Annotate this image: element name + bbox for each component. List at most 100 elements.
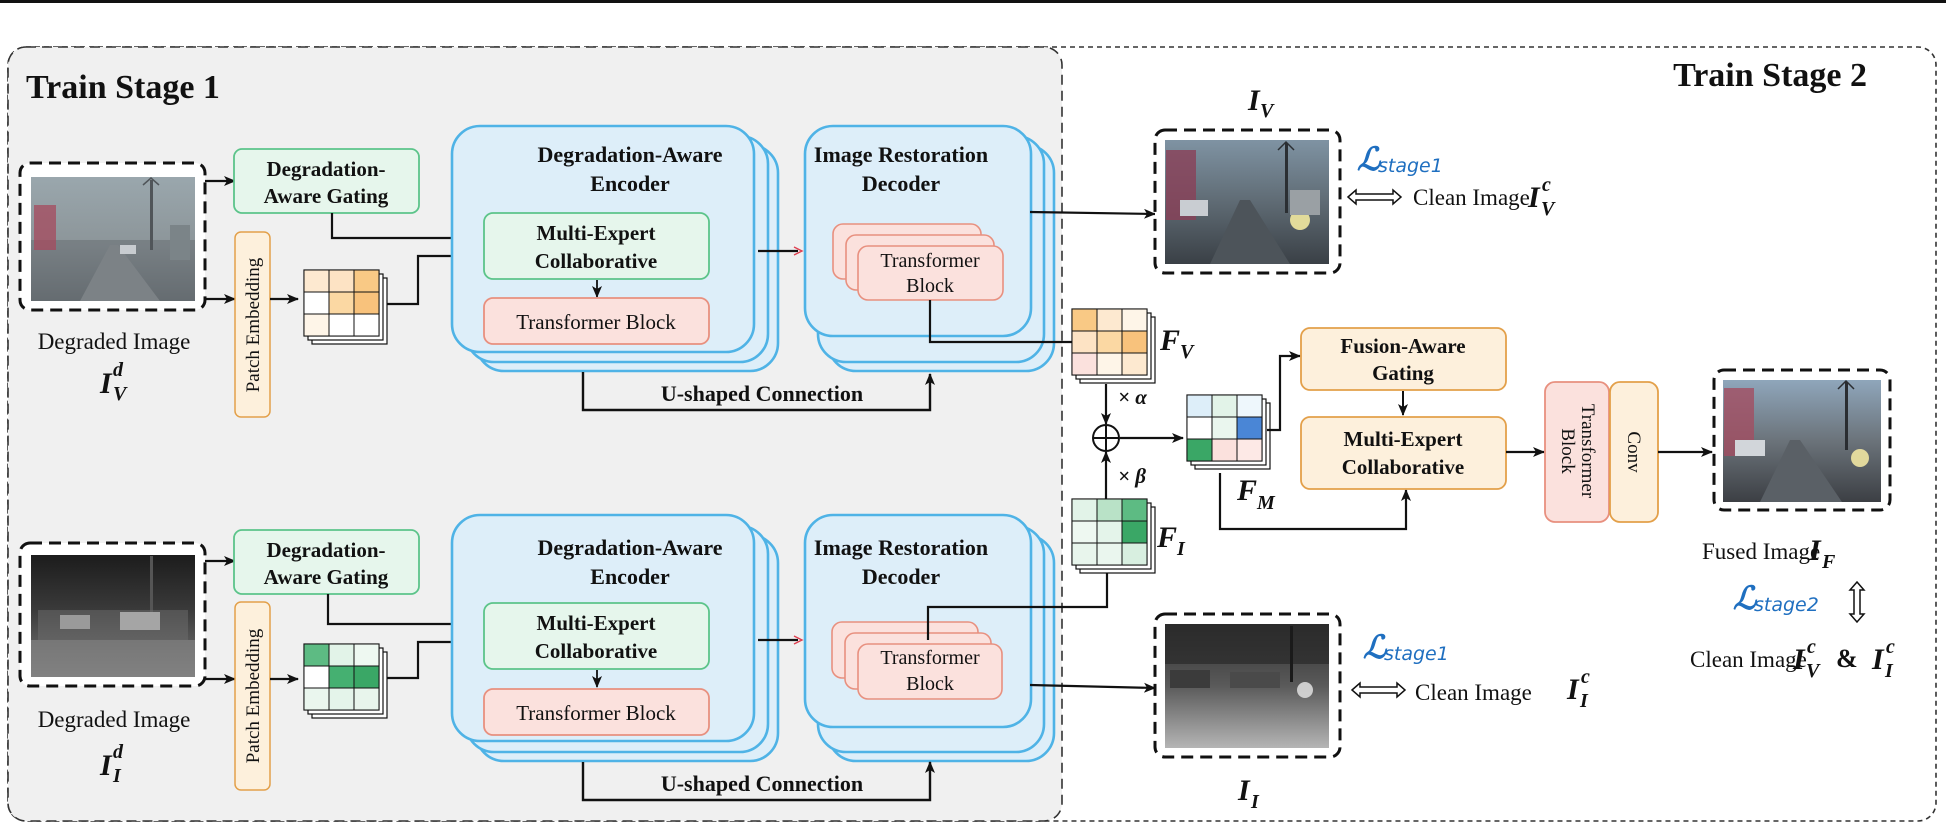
arrow-fm-to-fusion-gating (1267, 351, 1301, 432)
stage1-title: Train Stage 1 (26, 69, 220, 106)
stage2-loss-symbol: ℒ (1733, 580, 1758, 616)
vis-mec-line1: Multi-Expert (537, 221, 656, 245)
arrow-decoder-to-fv (928, 300, 1074, 344)
vis-ushaped-label: U-shaped Connection (661, 381, 863, 406)
fusion-transformer-block (1544, 381, 1610, 523)
vis-double-arrow (1346, 188, 1403, 206)
degraded-visible-symbol: I (99, 367, 113, 400)
vis-decoder-line2: Decoder (862, 171, 940, 196)
ir-dec-tb-line2: Block (906, 673, 954, 695)
fusion-mec-line2: Collaborative (1342, 455, 1464, 479)
fm-sub: M (1256, 492, 1276, 514)
fusion-tb-line2: Block (1557, 428, 1578, 474)
ir-dec-tb-line1: Transformer (880, 647, 980, 669)
ir-mec-line1: Multi-Expert (537, 611, 656, 635)
ir-clean-label: Clean Image (1415, 680, 1532, 705)
stage1-region (7, 46, 1063, 822)
vis-patch-embedding-label: Patch Embedding (243, 257, 264, 392)
vis-decoder-transformer-block (832, 223, 1004, 301)
vis-transformer-block (483, 297, 710, 345)
vis-transformer-block-label: Transformer Block (516, 310, 676, 334)
fusion-aware-gating (1300, 327, 1507, 391)
fv-symbol: F (1159, 324, 1180, 357)
vis-encoder-line1: Degradation-Aware (538, 142, 723, 167)
degraded-infrared-symbol: I (99, 749, 113, 782)
arrow-tokens-to-mec-vis (387, 251, 484, 306)
arrow-fm-to-fusion-mec (1218, 473, 1411, 531)
vis-loss-symbol: ℒ (1357, 141, 1382, 177)
fused-output-image (1723, 379, 1881, 502)
ir-transformer-block-label: Transformer Block (516, 701, 676, 725)
ir-transformer-block (483, 688, 710, 736)
degraded-visible-image (31, 177, 195, 301)
vis-ushaped-connection (581, 372, 935, 412)
ir-decoder-transformer-block (831, 621, 1003, 700)
ir-clean-sup: c (1581, 666, 1590, 688)
arrow-tokens-to-mec-ir (387, 637, 484, 680)
stage2-loss-sub: stage2 (1754, 594, 1819, 616)
ir-clean-symbol: I (1566, 673, 1580, 706)
ir-decoder-line2: Decoder (862, 564, 940, 589)
ir-output-sub: I (1250, 791, 1260, 813)
ir-clean-sub: I (1579, 690, 1589, 712)
fused-sub: F (1821, 551, 1836, 573)
ir-double-arrow (1350, 681, 1407, 699)
degraded-infrared-sub: I (112, 765, 122, 787)
vis-gating-line2: Aware Gating (264, 184, 389, 208)
ir-encoder-line1: Degradation-Aware (538, 535, 723, 560)
ir-decoder-line1: Image Restoration (814, 535, 988, 560)
stage2-clean-sub2: I (1884, 660, 1894, 682)
vis-clean-symbol: I (1527, 181, 1541, 214)
fi-feature-grid (1071, 498, 1156, 574)
degraded-infrared-image (31, 555, 195, 677)
fused-symbol: I (1808, 534, 1822, 567)
fusion-mec-line1: Multi-Expert (1344, 427, 1463, 451)
degraded-visible-sup: d (113, 359, 124, 381)
vis-degradation-gating (233, 148, 420, 214)
arrow-decoder-to-output-vis (1029, 208, 1156, 219)
ir-patch-embedding (234, 601, 271, 791)
fusion-conv-label: Conv (1623, 431, 1644, 473)
stage2-clean-label: Clean Image (1690, 647, 1807, 672)
arrow-gating-to-mec-ir (326, 594, 484, 629)
vis-gating-line1: Degradation- (267, 157, 386, 181)
visible-branch: Degraded Image I d V Degradation- Aware … (18, 84, 1556, 418)
vis-dec-tb-line1: Transformer (880, 250, 980, 272)
fm-symbol: F (1236, 474, 1257, 507)
degraded-visible-sub: V (113, 383, 128, 405)
fused-label: Fused Image (1702, 539, 1820, 564)
stage2-clean-sub1: V (1806, 660, 1821, 682)
red-arrowhead-vis (793, 246, 804, 256)
ir-loss-symbol: ℒ (1363, 629, 1388, 665)
vis-dec-tb-line2: Block (906, 275, 954, 297)
ir-loss-sub: stage1 (1384, 643, 1449, 665)
infrared-branch: Degraded Image I d I Degradation- Aware … (18, 513, 1590, 813)
stage2-clean-sup2: c (1886, 636, 1895, 658)
ir-gating-line2: Aware Gating (264, 565, 389, 589)
fusion-tb-line1: Transformer (1577, 404, 1598, 499)
fm-feature-grid (1186, 394, 1271, 470)
vis-output-symbol: I (1247, 84, 1261, 117)
degraded-visible-label: Degraded Image (38, 329, 191, 354)
ir-output-image (1165, 624, 1329, 748)
fusion-section: F V F I × α × β (1071, 308, 1895, 682)
stage2-vertical-double-arrow (1848, 580, 1866, 624)
ir-mec-line2: Collaborative (535, 639, 657, 663)
ir-encoder-line2: Encoder (590, 564, 670, 589)
ir-gating-line1: Degradation- (267, 538, 386, 562)
ir-multi-expert-block (483, 602, 710, 670)
ir-patch-embedding-label: Patch Embedding (243, 628, 264, 763)
vis-patch-embedding (234, 231, 271, 418)
red-arrowhead-ir (793, 635, 804, 645)
vis-encoder-line2: Encoder (590, 171, 670, 196)
vis-multi-expert-block (483, 212, 710, 280)
ir-token-grid (303, 643, 388, 719)
stage2-clean-sym1: I (1792, 643, 1806, 676)
alpha-label: × α (1118, 385, 1147, 409)
vis-clean-label: Clean Image (1413, 185, 1530, 210)
vis-clean-sub: V (1541, 198, 1556, 220)
ir-output-symbol: I (1237, 774, 1251, 807)
vis-decoder-line1: Image Restoration (814, 142, 988, 167)
arrow-decoder-to-output-ir (1029, 682, 1156, 693)
